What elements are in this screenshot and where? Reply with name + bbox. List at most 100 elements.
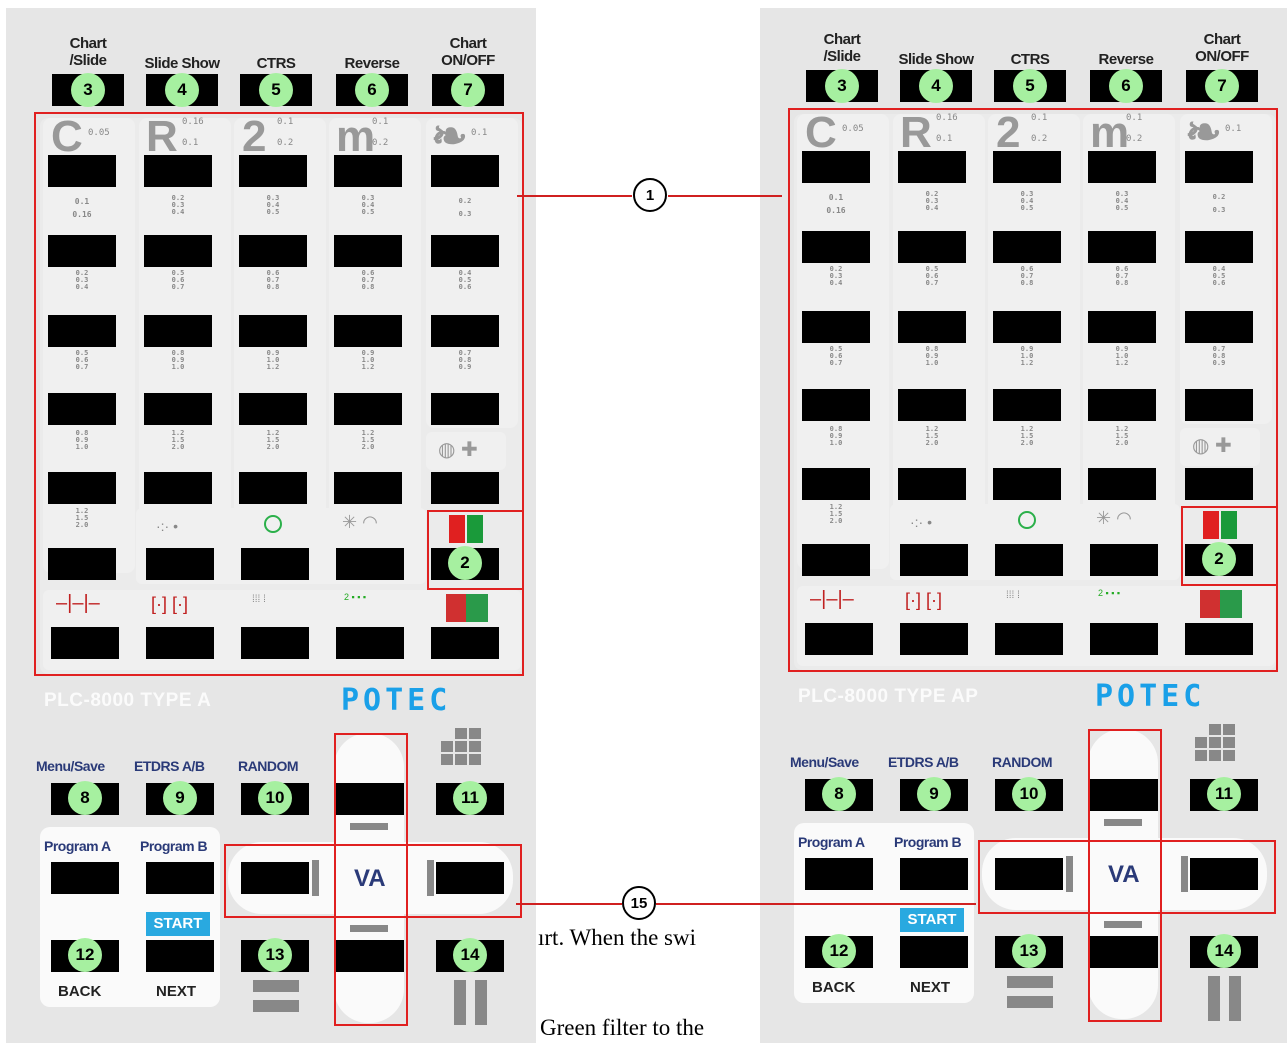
acuity-label: 1.2 1.5 2.0 <box>829 503 843 525</box>
chart-button[interactable] <box>431 393 499 425</box>
test-button[interactable] <box>900 623 968 655</box>
chart-button[interactable] <box>144 472 212 504</box>
va-up-button[interactable] <box>1090 779 1158 811</box>
chart-button[interactable] <box>239 235 307 267</box>
chart-button[interactable] <box>48 315 116 347</box>
fixation-button[interactable] <box>1090 544 1158 576</box>
chart-button[interactable] <box>802 544 870 576</box>
symbol-c-size: 0.05 <box>88 128 110 138</box>
test-button[interactable] <box>1090 623 1158 655</box>
va-up-button[interactable] <box>336 783 404 815</box>
test-button[interactable] <box>336 627 404 659</box>
symbol-c-size: 0.05 <box>842 124 864 134</box>
fixation-button[interactable] <box>995 544 1063 576</box>
fixation-button[interactable] <box>146 548 214 580</box>
chart-button[interactable] <box>1185 151 1253 183</box>
acuity-label: 1.2 1.5 2.0 <box>266 429 280 451</box>
test-button[interactable] <box>241 627 309 659</box>
acuity-label: 0.5 0.6 0.7 <box>171 269 185 291</box>
chart-button[interactable] <box>993 311 1061 343</box>
program-b-button[interactable] <box>900 858 968 890</box>
chart-button[interactable] <box>1088 151 1156 183</box>
acuity-label: 0.2 0.3 0.4 <box>829 265 843 287</box>
symbol-butterfly-size: 0.1 <box>1225 124 1242 134</box>
chart-button[interactable] <box>48 155 116 187</box>
chart-button[interactable] <box>1185 389 1253 421</box>
chart-button[interactable] <box>334 155 402 187</box>
chart-button[interactable] <box>334 235 402 267</box>
chart-button[interactable] <box>239 315 307 347</box>
fixation-button[interactable] <box>241 548 309 580</box>
chart-button[interactable] <box>48 472 116 504</box>
badge-12: 12 <box>68 938 102 972</box>
chart-button[interactable] <box>431 315 499 347</box>
chart-button[interactable] <box>1088 231 1156 263</box>
cross-lines-icon: ‒|‒|‒ <box>810 588 854 610</box>
chart-button[interactable] <box>993 231 1061 263</box>
chart-button[interactable] <box>898 231 966 263</box>
start-label: START <box>900 908 964 932</box>
chart-button[interactable] <box>802 231 870 263</box>
chart-button[interactable] <box>898 311 966 343</box>
chart-button[interactable] <box>144 155 212 187</box>
chart-button[interactable] <box>334 393 402 425</box>
test-button[interactable] <box>1185 623 1253 655</box>
chart-button[interactable] <box>802 468 870 500</box>
next-button[interactable] <box>146 940 214 972</box>
chart-button[interactable] <box>993 151 1061 183</box>
fixation-button[interactable] <box>336 548 404 580</box>
chart-button[interactable] <box>48 548 116 580</box>
chart-button[interactable] <box>1185 468 1253 500</box>
chart-button[interactable] <box>144 393 212 425</box>
chart-button[interactable] <box>898 468 966 500</box>
chart-button[interactable] <box>239 393 307 425</box>
chart-button[interactable] <box>1185 311 1253 343</box>
chart-button[interactable] <box>993 389 1061 421</box>
chart-button[interactable] <box>334 472 402 504</box>
chart-button[interactable] <box>431 235 499 267</box>
acuity-label: 0.5 0.6 0.7 <box>829 345 843 367</box>
chart-button[interactable] <box>1088 468 1156 500</box>
chart-button[interactable] <box>431 472 499 504</box>
va-left-button[interactable] <box>241 862 309 894</box>
chart-button[interactable] <box>239 155 307 187</box>
green-filter-icon <box>467 515 483 543</box>
test-button[interactable] <box>51 627 119 659</box>
va-right-button[interactable] <box>1190 858 1258 890</box>
acuity-label: 0.1 0.16 <box>826 193 846 215</box>
chart-button[interactable] <box>48 393 116 425</box>
next-label: NEXT <box>156 983 197 1000</box>
chart-button[interactable] <box>1185 231 1253 263</box>
test-button[interactable] <box>146 627 214 659</box>
chart-button[interactable] <box>1088 389 1156 421</box>
test-button[interactable] <box>995 623 1063 655</box>
chart-button[interactable] <box>239 472 307 504</box>
test-button[interactable] <box>805 623 873 655</box>
chart-button[interactable] <box>334 315 402 347</box>
acuity-label: 0.7 0.8 0.9 <box>1212 345 1226 367</box>
chart-button[interactable] <box>802 389 870 421</box>
va-down-button[interactable] <box>336 940 404 972</box>
test-button[interactable] <box>431 627 499 659</box>
program-a-button[interactable] <box>51 862 119 894</box>
chart-button[interactable] <box>802 151 870 183</box>
chart-button[interactable] <box>48 235 116 267</box>
chart-button[interactable] <box>898 389 966 421</box>
va-left-button[interactable] <box>995 858 1063 890</box>
chart-button[interactable] <box>1088 311 1156 343</box>
va-down-button[interactable] <box>1090 936 1158 968</box>
program-a-button[interactable] <box>805 858 873 890</box>
horizontal-lines-icon <box>1007 996 1053 1008</box>
next-button[interactable] <box>900 936 968 968</box>
chart-button[interactable] <box>431 155 499 187</box>
chart-button[interactable] <box>993 468 1061 500</box>
program-b-button[interactable] <box>146 862 214 894</box>
va-right-button[interactable] <box>436 862 504 894</box>
chart-button[interactable] <box>802 311 870 343</box>
symbol-two: 2 <box>242 112 267 161</box>
chart-button[interactable] <box>898 151 966 183</box>
acuity-label: 0.1 0.16 <box>72 197 92 219</box>
fixation-button[interactable] <box>900 544 968 576</box>
chart-button[interactable] <box>144 235 212 267</box>
chart-button[interactable] <box>144 315 212 347</box>
